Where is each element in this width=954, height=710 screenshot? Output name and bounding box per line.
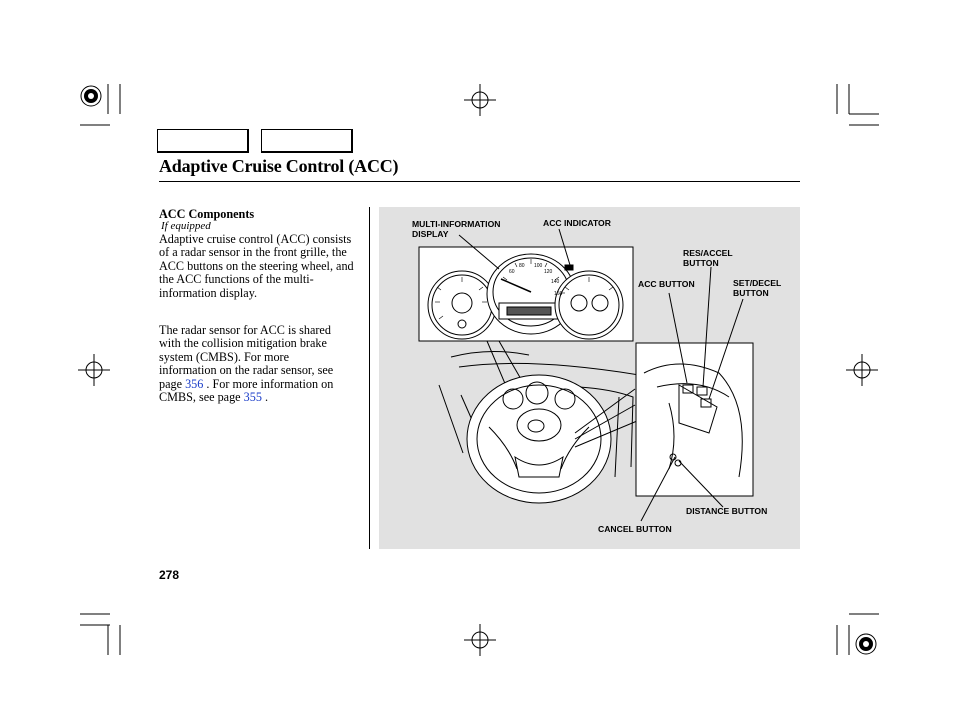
paragraph-2: The radar sensor for ACC is shared with … — [159, 324, 359, 404]
page-number: 278 — [159, 568, 179, 582]
label-distance-button: DISTANCE BUTTON — [686, 506, 767, 516]
para2-line: information on the radar sensor, see — [159, 364, 359, 377]
label-acc-indicator: ACC INDICATOR — [543, 218, 611, 228]
para2-line: page 356 . For more information on — [159, 378, 359, 391]
label-res-accel-button: RES/ACCEL BUTTON — [683, 248, 733, 268]
para2-line: CMBS, see page 355 . — [159, 391, 359, 404]
label-set-decel-button: SET/DECEL BUTTON — [733, 278, 781, 298]
page-title: Adaptive Cruise Control (ACC) — [159, 156, 398, 177]
column-divider — [369, 207, 370, 549]
page-link-355[interactable]: 355 — [244, 390, 262, 404]
gauge-number: 140 — [551, 279, 560, 285]
steering-button-inset — [636, 343, 753, 496]
label-cancel-button: CANCEL BUTTON — [598, 524, 672, 534]
para2-line: system (CMBS). For more — [159, 351, 359, 364]
gauge-number: 120 — [544, 269, 553, 275]
nav-tab-previous[interactable] — [157, 129, 249, 153]
label-multi-information-display: MULTI-INFORMATION DISPLAY — [412, 219, 500, 239]
gauge-number: 160 — [554, 291, 563, 297]
nav-tab-next[interactable] — [261, 129, 353, 153]
para2-line: The radar sensor for ACC is shared — [159, 324, 359, 337]
label-acc-button: ACC BUTTON — [638, 279, 695, 289]
title-rule — [159, 181, 800, 182]
gauge-number: 100 — [534, 263, 543, 269]
gauge-number: 80 — [519, 263, 525, 269]
para2-line: with the collision mitigation brake — [159, 337, 359, 350]
gauge-number: 60 — [509, 269, 515, 275]
acc-illustration: 60 80 100 120 140 160 — [379, 207, 800, 549]
page-link-356[interactable]: 356 — [185, 377, 203, 391]
section-subheading: If equipped — [161, 220, 211, 232]
paragraph-1: Adaptive cruise control (ACC) consists o… — [159, 233, 359, 300]
